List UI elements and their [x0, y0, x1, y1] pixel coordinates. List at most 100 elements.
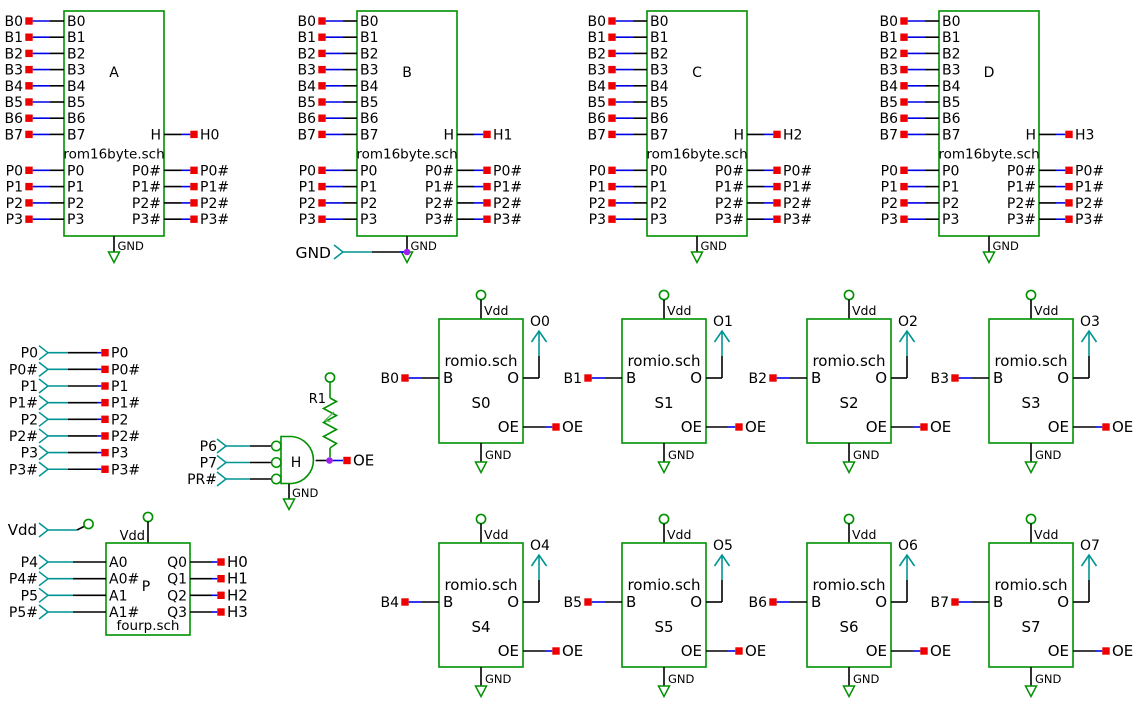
- output-pin-icon[interactable]: [1080, 329, 1098, 343]
- net-terminal-icon[interactable]: [318, 130, 326, 139]
- vdd-circle-icon[interactable]: [83, 518, 94, 530]
- net-terminal-icon[interactable]: [25, 199, 33, 207]
- net-terminal-icon[interactable]: [318, 114, 326, 122]
- net-terminal-icon[interactable]: [900, 182, 908, 191]
- gnd-arrow-icon[interactable]: [474, 685, 488, 699]
- gnd-arrow-icon[interactable]: [282, 498, 296, 512]
- gnd-arrow-icon[interactable]: [657, 461, 671, 475]
- output-pin-icon[interactable]: [1080, 553, 1098, 567]
- gnd-arrow-icon[interactable]: [657, 685, 671, 699]
- net-terminal-icon[interactable]: [920, 647, 928, 655]
- net-terminal-icon[interactable]: [483, 199, 491, 207]
- net-terminal-icon[interactable]: [608, 182, 616, 191]
- net-terminal-icon[interactable]: [25, 65, 33, 74]
- input-pin-icon[interactable]: [38, 587, 50, 603]
- net-terminal-icon[interactable]: [608, 98, 616, 106]
- net-terminal-icon[interactable]: [25, 215, 33, 223]
- net-terminal-icon[interactable]: [318, 98, 326, 106]
- net-terminal-icon[interactable]: [25, 82, 33, 90]
- inverter-bubble-icon[interactable]: [270, 473, 282, 485]
- vdd-circle-icon[interactable]: [475, 513, 487, 525]
- net-terminal-icon[interactable]: [25, 166, 33, 174]
- net-terminal-icon[interactable]: [900, 130, 908, 139]
- junction-dot-icon[interactable]: [403, 248, 411, 256]
- net-terminal-icon[interactable]: [773, 182, 781, 191]
- net-terminal-icon[interactable]: [25, 98, 33, 106]
- net-terminal-icon[interactable]: [773, 215, 781, 223]
- input-pin-icon[interactable]: [38, 445, 50, 461]
- gnd-arrow-icon[interactable]: [842, 461, 856, 475]
- net-terminal-icon[interactable]: [25, 114, 33, 122]
- vdd-circle-icon[interactable]: [658, 513, 670, 525]
- output-pin-icon[interactable]: [713, 329, 731, 343]
- gnd-arrow-icon[interactable]: [982, 251, 996, 265]
- net-terminal-icon[interactable]: [552, 647, 560, 655]
- input-pin-icon[interactable]: [38, 554, 50, 570]
- net-terminal-icon[interactable]: [1065, 130, 1073, 139]
- net-terminal-icon[interactable]: [483, 215, 491, 223]
- net-terminal-icon[interactable]: [318, 199, 326, 207]
- net-terminal-icon[interactable]: [318, 166, 326, 174]
- net-terminal-icon[interactable]: [190, 166, 198, 174]
- net-terminal-icon[interactable]: [920, 423, 928, 431]
- net-terminal-icon[interactable]: [217, 591, 225, 599]
- vdd-circle-icon[interactable]: [1025, 513, 1037, 525]
- net-terminal-icon[interactable]: [900, 215, 908, 223]
- net-terminal-icon[interactable]: [773, 199, 781, 207]
- net-terminal-icon[interactable]: [951, 374, 959, 382]
- net-terminal-icon[interactable]: [584, 598, 592, 606]
- net-terminal-icon[interactable]: [552, 423, 560, 431]
- net-terminal-icon[interactable]: [900, 49, 908, 58]
- gnd-arrow-icon[interactable]: [474, 461, 488, 475]
- net-terminal-icon[interactable]: [343, 456, 351, 465]
- net-terminal-icon[interactable]: [318, 49, 326, 58]
- net-terminal-icon[interactable]: [608, 33, 616, 41]
- net-terminal-icon[interactable]: [25, 17, 33, 25]
- net-terminal-icon[interactable]: [735, 423, 743, 431]
- net-terminal-icon[interactable]: [25, 33, 33, 41]
- net-terminal-icon[interactable]: [25, 130, 33, 139]
- net-terminal-icon[interactable]: [318, 17, 326, 25]
- net-terminal-icon[interactable]: [584, 374, 592, 382]
- gnd-arrow-icon[interactable]: [690, 251, 704, 265]
- input-pin-icon[interactable]: [38, 378, 50, 394]
- net-terminal-icon[interactable]: [190, 215, 198, 223]
- input-pin-icon[interactable]: [38, 361, 50, 377]
- net-terminal-icon[interactable]: [217, 575, 225, 583]
- net-terminal-icon[interactable]: [1065, 215, 1073, 223]
- junction-dot-icon[interactable]: [326, 457, 333, 464]
- net-terminal-icon[interactable]: [608, 17, 616, 25]
- net-terminal-icon[interactable]: [101, 465, 109, 473]
- net-terminal-icon[interactable]: [318, 65, 326, 74]
- net-terminal-icon[interactable]: [900, 166, 908, 174]
- gnd-arrow-icon[interactable]: [842, 685, 856, 699]
- vdd-circle-icon[interactable]: [324, 372, 336, 383]
- net-terminal-icon[interactable]: [401, 374, 409, 382]
- output-pin-icon[interactable]: [898, 329, 916, 343]
- gnd-arrow-icon[interactable]: [1024, 461, 1038, 475]
- input-pin-icon[interactable]: [38, 461, 50, 477]
- net-terminal-icon[interactable]: [190, 182, 198, 191]
- output-pin-icon[interactable]: [713, 553, 731, 567]
- gate-body[interactable]: [280, 435, 315, 485]
- net-terminal-icon[interactable]: [1102, 423, 1110, 431]
- input-pin-icon[interactable]: [38, 345, 50, 361]
- net-terminal-icon[interactable]: [1065, 166, 1073, 174]
- net-terminal-icon[interactable]: [608, 166, 616, 174]
- net-terminal-icon[interactable]: [483, 130, 491, 139]
- net-terminal-icon[interactable]: [101, 448, 109, 457]
- net-terminal-icon[interactable]: [101, 398, 109, 407]
- net-terminal-icon[interactable]: [25, 182, 33, 191]
- net-terminal-icon[interactable]: [401, 598, 409, 606]
- net-terminal-icon[interactable]: [900, 65, 908, 74]
- output-pin-icon[interactable]: [530, 553, 548, 567]
- output-pin-icon[interactable]: [898, 553, 916, 567]
- net-terminal-icon[interactable]: [483, 182, 491, 191]
- input-pin-icon[interactable]: [216, 438, 228, 454]
- net-terminal-icon[interactable]: [217, 558, 225, 566]
- p-block[interactable]: [105, 542, 191, 636]
- input-pin-icon[interactable]: [38, 571, 50, 587]
- vdd-circle-icon[interactable]: [475, 289, 487, 301]
- input-pin-icon[interactable]: [38, 411, 50, 427]
- net-terminal-icon[interactable]: [608, 82, 616, 90]
